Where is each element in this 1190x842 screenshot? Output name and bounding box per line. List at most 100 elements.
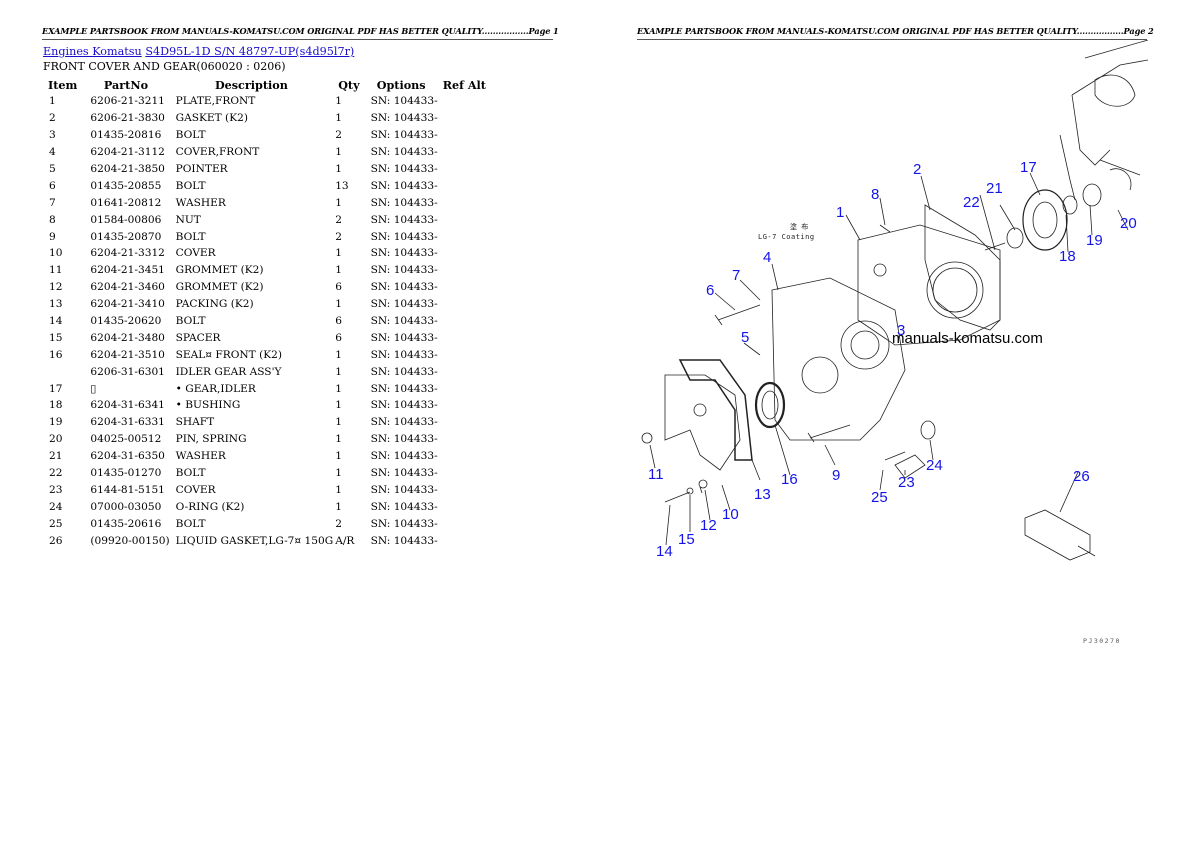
qty-cell: 2 <box>335 129 342 142</box>
options-cell: SN: 104433- <box>370 534 438 547</box>
options-cell: SN: 104433- <box>370 247 438 260</box>
partno-cell: 6206-21-3830 <box>90 112 165 125</box>
item-cell: 23 <box>49 483 63 496</box>
item-cell: 13 <box>49 298 63 311</box>
partno-cell: 6204-31-6350 <box>90 450 165 463</box>
breadcrumb: Engines Komatsu S4D95L-1D S/N 48797-UP(s… <box>43 45 354 58</box>
ref-alt-cell <box>438 93 491 110</box>
breadcrumb-link-engines-komatsu[interactable]: Engines Komatsu <box>43 45 142 58</box>
options-cell: SN: 104433- <box>370 365 438 378</box>
callout-label: 5 <box>741 329 750 346</box>
callout-label: 20 <box>1120 215 1137 232</box>
callout-label: 15 <box>678 531 695 548</box>
callout-label: 16 <box>781 471 798 488</box>
ref-alt-cell <box>438 177 491 194</box>
partno-cell: 01584-00806 <box>90 213 162 226</box>
partno-cell: 6204-21-3312 <box>90 247 165 260</box>
description-cell: BOLT <box>175 230 206 243</box>
partno-cell: 6144-81-5151 <box>90 483 165 496</box>
parts-table: Item PartNo Description Qty Options Ref … <box>43 76 491 549</box>
qty-cell: 1 <box>335 483 342 496</box>
item-cell: 11 <box>49 264 63 277</box>
description-cell: BOLT <box>175 467 206 480</box>
description-cell: WASHER <box>175 450 226 463</box>
options-cell: SN: 104433- <box>370 95 438 108</box>
item-cell: 8 <box>49 213 56 226</box>
partno-cell: 6206-21-3211 <box>90 95 165 108</box>
qty-cell: A/R <box>335 534 355 547</box>
qty-cell: 1 <box>335 196 342 209</box>
ref-alt-cell <box>438 279 491 296</box>
table-header-row: Item PartNo Description Qty Options Ref … <box>43 76 491 93</box>
column-header-partno: PartNo <box>103 77 149 92</box>
page-1-header: EXAMPLE PARTSBOOK FROM MANUALS-KOMATSU.C… <box>42 26 559 40</box>
description-cell: PIN, SPRING <box>175 433 247 446</box>
partno-cell: 01435-20816 <box>90 129 162 142</box>
callout-label: 26 <box>1073 468 1090 485</box>
column-header-options: Options <box>376 77 426 92</box>
coating-note-cn: 塗 布 <box>790 223 809 231</box>
options-cell: SN: 104433- <box>370 112 438 125</box>
watermark: manuals-komatsu.com <box>892 330 1043 347</box>
partno-cell: 6204-31-6341 <box>90 399 165 412</box>
column-header-description: Description <box>214 77 288 92</box>
column-header-item: Item <box>48 77 78 92</box>
description-cell: BOLT <box>175 517 206 530</box>
qty-cell: 1 <box>335 348 342 361</box>
callout-label: 17 <box>1020 159 1037 176</box>
breadcrumb-link-model[interactable]: S4D95L-1D S/N 48797-UP(s4d95l7r) <box>145 45 355 58</box>
item-cell <box>43 363 82 380</box>
qty-cell: 6 <box>335 315 342 328</box>
callout-label: 21 <box>986 180 1003 197</box>
item-cell: 12 <box>49 281 63 294</box>
callout-label: 7 <box>732 267 741 284</box>
partno-cell: 6204-21-3510 <box>90 348 165 361</box>
partno-cell: 6206-31-6301 <box>90 365 165 378</box>
description-cell: O-RING (K2) <box>175 500 245 513</box>
ref-alt-cell <box>438 448 491 465</box>
description-cell: • GEAR,IDLER <box>175 382 256 395</box>
options-cell: SN: 104433- <box>370 500 438 513</box>
item-cell: 1 <box>49 95 56 108</box>
description-cell: BOLT <box>175 129 206 142</box>
partno-cell: 01435-20620 <box>90 315 162 328</box>
options-cell: SN: 104433- <box>370 517 438 530</box>
partno-cell: 6204-21-3410 <box>90 298 165 311</box>
qty-cell: 1 <box>335 399 342 412</box>
item-cell: 26 <box>49 534 63 547</box>
options-cell: SN: 104433- <box>370 213 438 226</box>
qty-cell: 1 <box>335 146 342 159</box>
options-cell: SN: 104433- <box>370 450 438 463</box>
ref-alt-cell <box>438 481 491 498</box>
ref-alt-cell <box>438 346 491 363</box>
qty-cell: 1 <box>335 500 342 513</box>
partno-cell: 01435-20870 <box>90 230 162 243</box>
callout-label: 1 <box>836 204 845 221</box>
item-cell: 19 <box>49 416 63 429</box>
ref-alt-cell <box>438 515 491 532</box>
partno-cell: 6204-21-3460 <box>90 281 165 294</box>
callout-label: 19 <box>1086 232 1103 249</box>
ref-alt-cell <box>438 262 491 279</box>
options-cell: SN: 104433- <box>370 467 438 480</box>
options-cell: SN: 104433- <box>370 433 438 446</box>
qty-cell: 6 <box>335 281 342 294</box>
ref-alt-cell <box>438 110 491 127</box>
item-cell: 20 <box>49 433 63 446</box>
ref-alt-cell <box>438 228 491 245</box>
callout-label: 3 <box>897 322 906 339</box>
ref-alt-cell <box>438 245 491 262</box>
